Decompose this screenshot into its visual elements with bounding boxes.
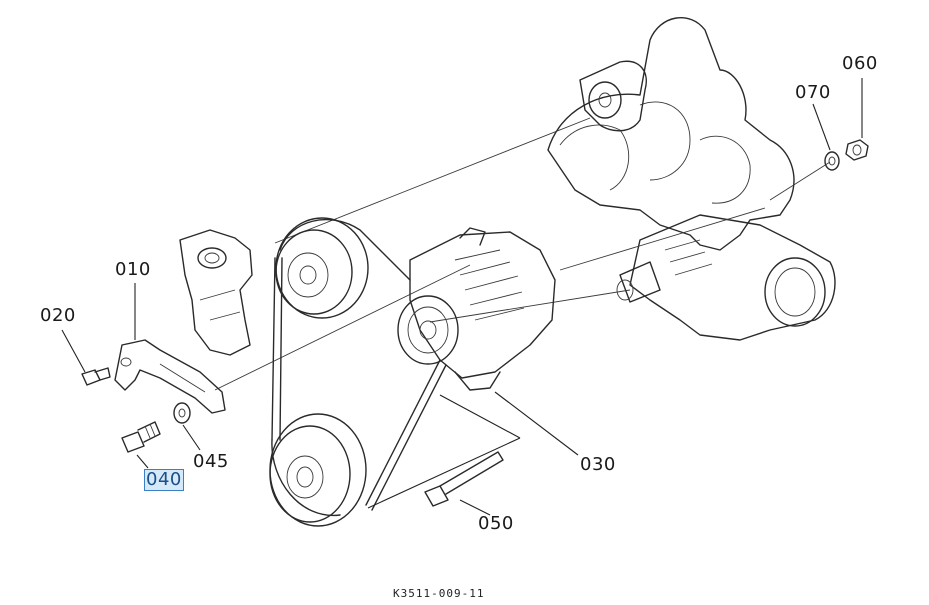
engine-block	[547, 16, 836, 341]
adjust-plate	[114, 339, 226, 414]
bolt-050	[424, 451, 504, 507]
axis-line	[769, 161, 831, 201]
axis-line	[214, 264, 471, 391]
drawing-code: K3511-009-11	[393, 587, 485, 600]
alternator	[397, 227, 556, 391]
callout-030[interactable]: 030	[580, 454, 616, 475]
washer-045	[173, 402, 191, 424]
crankshaft-pulley	[269, 413, 367, 527]
washer-070	[824, 151, 840, 171]
mounting-bracket-casting	[179, 229, 253, 356]
leader-lines	[61, 78, 863, 516]
callout-010[interactable]: 010	[115, 259, 151, 280]
bolt-040	[121, 421, 161, 453]
axis-line	[274, 117, 591, 244]
callout-070[interactable]: 070	[795, 82, 831, 103]
callout-040[interactable]: 040	[144, 469, 184, 491]
nut-060	[845, 139, 869, 161]
callout-020[interactable]: 020	[40, 305, 76, 326]
axis-line	[429, 289, 631, 323]
axis-line	[559, 207, 766, 271]
v-belt	[271, 218, 447, 517]
callout-050[interactable]: 050	[478, 513, 514, 534]
callout-045[interactable]: 045	[193, 451, 229, 472]
water-pump-pulley	[275, 217, 369, 319]
callout-060[interactable]: 060	[842, 53, 878, 74]
bolt-020	[81, 367, 111, 386]
